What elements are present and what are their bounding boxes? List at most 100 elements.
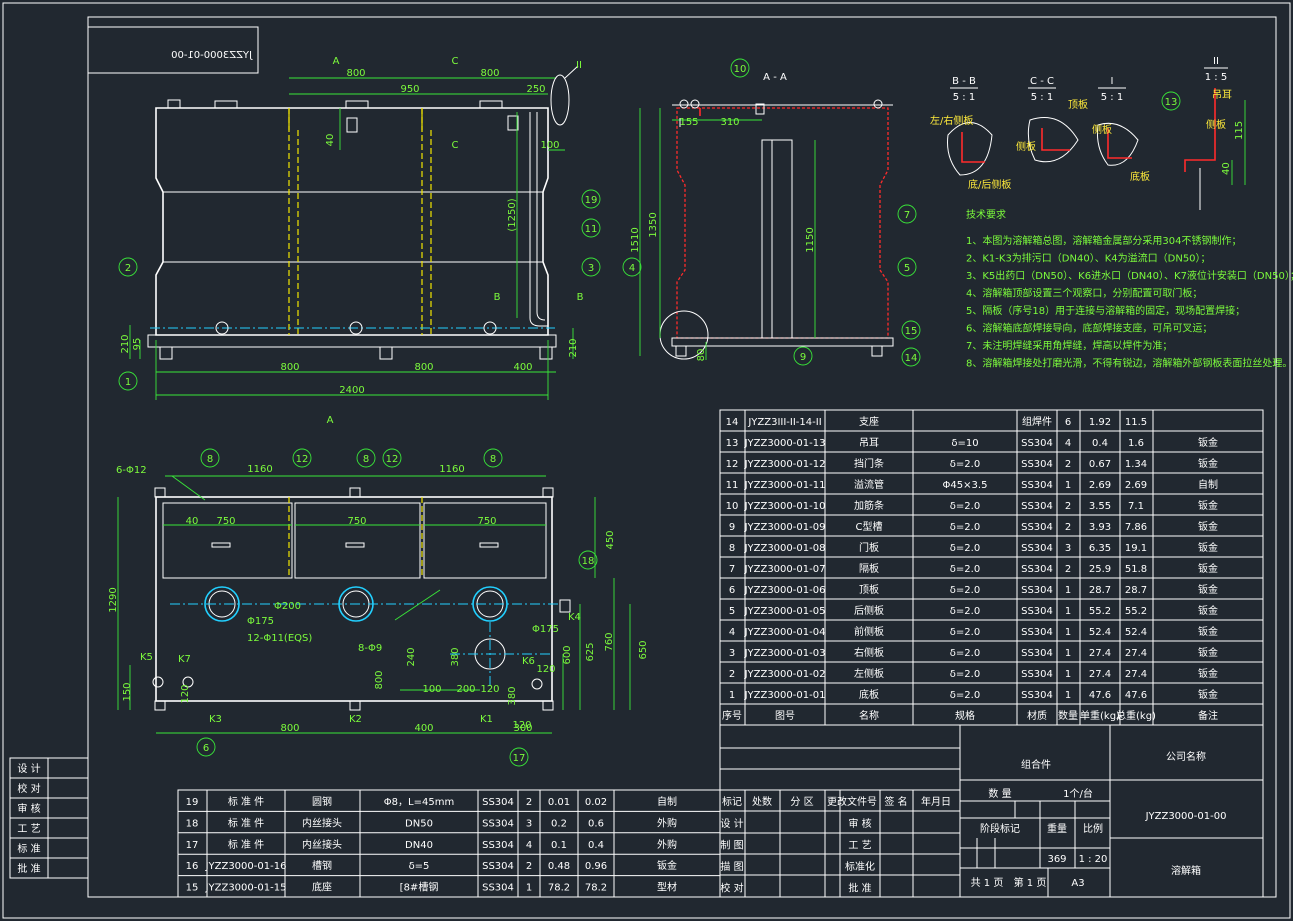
- plan-label: K3: [209, 714, 222, 725]
- qty-value: 1个/台: [1063, 787, 1093, 800]
- section-aa-view: [639, 99, 894, 360]
- bom-right-cell: 右侧板: [854, 646, 884, 659]
- view-a-balloon: 19: [585, 195, 598, 206]
- bom-right-cell: 3.93: [1089, 522, 1111, 533]
- bom-right-cell: δ=2.0: [950, 690, 980, 701]
- plan-balloon: 8: [207, 454, 213, 465]
- bom-left-cell: 4: [526, 840, 532, 851]
- bom-left-cell: 0.2: [551, 818, 567, 829]
- mirrored-drawing-code: JYZZ3000-01-00: [171, 50, 253, 61]
- bom-left-table: [177, 789, 721, 898]
- bom-right-cell: 支座: [859, 415, 879, 428]
- bom-right-cell: 25.9: [1089, 564, 1111, 575]
- inner-frame: [87, 16, 1277, 898]
- bom-right-cell: 左侧板: [854, 667, 884, 680]
- plan-dimension: 750: [216, 516, 235, 527]
- bom-left-cell: JYZZ3000-01-16: [205, 861, 287, 872]
- detail-label: 顶板: [1068, 98, 1088, 111]
- bom-right-cell: δ=2.0: [950, 648, 980, 659]
- plan-balloon: 12: [296, 454, 309, 465]
- sign-label: 设 计: [17, 762, 40, 775]
- balloon-circle: [509, 747, 529, 767]
- bom-left-cell: [8#槽钢: [400, 881, 439, 894]
- bom-right-cell: SS304: [1021, 480, 1053, 491]
- bom-left-cell: 78.2: [585, 883, 607, 894]
- detail-title: B - B: [952, 76, 976, 87]
- sign-label: 批 准: [17, 862, 40, 875]
- bom-right-cell: 2.69: [1125, 480, 1147, 491]
- mirrored-code-box: [87, 26, 259, 74]
- balloon-circle: [581, 257, 601, 277]
- bom-right-cell: 1: [1065, 627, 1071, 638]
- bom-right-cell: 钣金: [1198, 562, 1218, 575]
- bom-right-cell: 1: [1065, 690, 1071, 701]
- plan-dimension: 380: [507, 686, 518, 705]
- detail-dim: 40: [1221, 162, 1232, 175]
- bom-right-cell: 钣金: [1198, 583, 1218, 596]
- bom-right-cell: JYZZ3000-01-06: [744, 585, 826, 596]
- detail-label: 侧板: [1016, 140, 1036, 153]
- bom-right-cell: 12: [726, 459, 739, 470]
- bom-right-cell: 1: [1065, 585, 1071, 596]
- bom-left-cell: 外购: [657, 816, 677, 829]
- bom-right-cell: SS304: [1021, 564, 1053, 575]
- bom-right-cell: 5: [729, 606, 735, 617]
- plan-dimension: 200: [456, 684, 475, 695]
- bom-right-cell: 溢流管: [854, 478, 884, 491]
- bom-left-cell: SS304: [482, 883, 514, 894]
- view-a-dimension: 100: [540, 140, 559, 151]
- title-left-cells: 标记处数分 区更改文件号签 名年月日设 计制 图描 图校 对审 核工 艺标准化批…: [720, 795, 951, 895]
- bom-right-cell: JYZZ3000-01-01: [744, 690, 826, 701]
- view-a-dimension: 250: [526, 84, 545, 95]
- detail-scale: 5 : 1: [1031, 92, 1053, 103]
- bom-left-cell: 0.02: [585, 797, 607, 808]
- title-left-label: 设 计: [720, 817, 743, 830]
- bom-left-cell: 0.1: [551, 840, 567, 851]
- bom-left-cell: SS304: [482, 861, 514, 872]
- bom-right-cell: 0.4: [1092, 438, 1108, 449]
- title-left-label: 描 图: [720, 860, 743, 873]
- view-a-balloon: 11: [585, 224, 598, 235]
- bom-right-cell: 自制: [1198, 478, 1218, 491]
- section-label: B: [577, 292, 584, 303]
- bom-left-cell: 0.6: [588, 818, 604, 829]
- detail-balloon: 13: [1165, 97, 1178, 108]
- bom-left-cell: DN50: [405, 818, 433, 829]
- section-aa-balloon: 9: [800, 352, 806, 363]
- plan-balloon: 18: [582, 556, 595, 567]
- plan-dimension: 400: [414, 723, 433, 734]
- bom-left-cell: 78.2: [548, 883, 570, 894]
- detail-title: II: [1213, 56, 1219, 67]
- bom-right-cell: 13: [726, 438, 739, 449]
- detail-label: 吊耳: [1212, 89, 1232, 101]
- bom-right-cell: 1: [1065, 480, 1071, 491]
- tech-line: 1、本图为溶解箱总图，溶解箱金属部分采用304不锈钢制作；: [966, 234, 1241, 247]
- bom-left-cell: 圆钢: [312, 795, 332, 808]
- balloon-circle: [356, 448, 376, 468]
- plan-dimension: 450: [605, 530, 616, 549]
- bom-right-header: 序号: [722, 709, 742, 722]
- section-label: C: [452, 140, 459, 151]
- sheets-total: 共 1 页: [971, 877, 1004, 889]
- bom-right-cell: 0.67: [1089, 459, 1111, 470]
- sign-label: 工 艺: [17, 823, 40, 835]
- sign-label: 审 核: [17, 802, 40, 815]
- detail-title: C - C: [1030, 76, 1054, 87]
- bom-right-cell: δ=2.0: [950, 606, 980, 617]
- bom-right-cell: 2: [1065, 501, 1071, 512]
- bom-right-cell: 55.2: [1089, 606, 1111, 617]
- plan-label: Φ200: [274, 601, 301, 612]
- plan-label: K6: [522, 656, 535, 667]
- plan-label: K5: [140, 652, 153, 663]
- bom-right-cell: 1: [1065, 669, 1071, 680]
- bom-right-cell: 1.34: [1125, 459, 1147, 470]
- revision-header: 标记: [722, 796, 742, 808]
- plan-dimension: 120: [512, 720, 531, 731]
- bom-right-cell: C型槽: [856, 520, 883, 533]
- bom-right-cell: JYZZ3000-01-12: [744, 459, 826, 470]
- bom-right-cell: 19.1: [1125, 543, 1147, 554]
- plan-label: K4: [568, 612, 581, 623]
- bom-left-cell: 内丝接头: [302, 816, 342, 829]
